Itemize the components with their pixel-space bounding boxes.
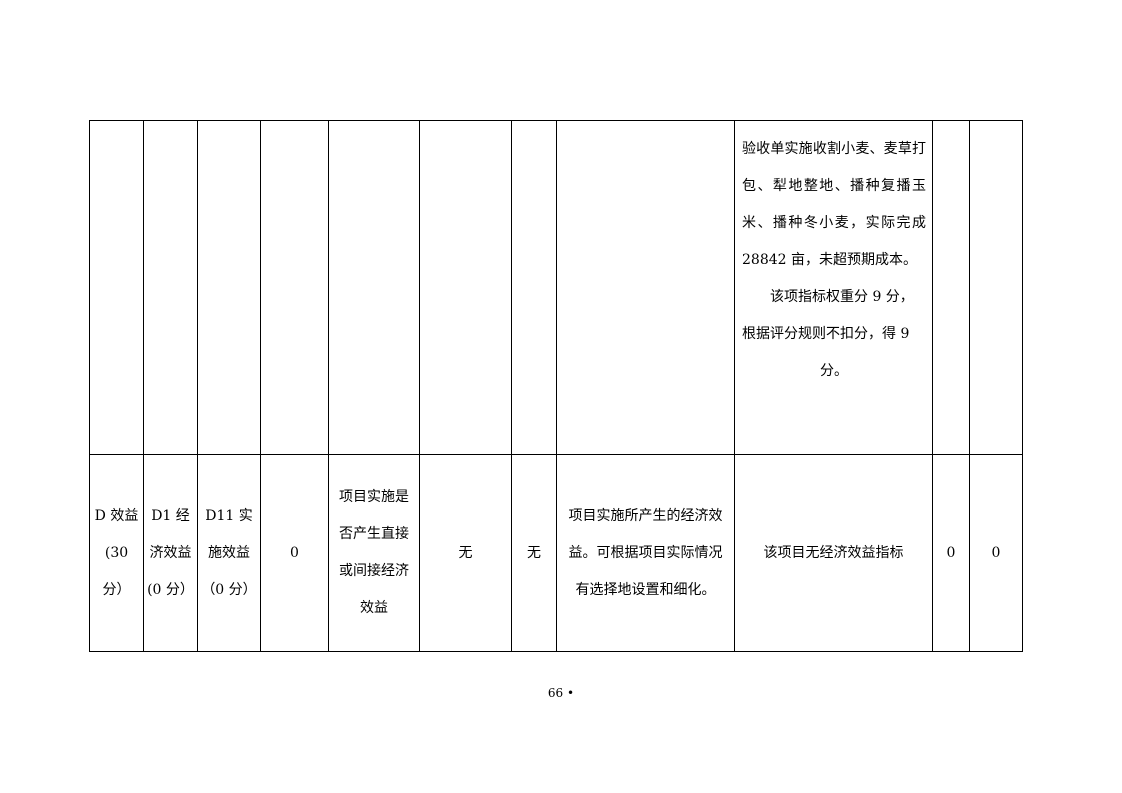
score-b-value: 0 <box>991 544 1001 561</box>
analysis-text-para1: 验收单实施收割小麦、麦草打包、犁地整地、播种复播玉米、播种冬小麦，实际完成 28… <box>742 141 926 268</box>
cell-explanation: 项目实施所产生的经济效益。可根据项目实际情况有选择地设置和细化。 <box>556 454 735 652</box>
cell-score-a <box>932 120 970 455</box>
cell-indicator <box>328 120 420 455</box>
cell-weight: 0 <box>260 454 329 652</box>
page-number: 66 • <box>547 686 575 700</box>
table-row-benefit: D 效益 (30 分） D1 经济效益(0 分） D11 实施效益（0 分） 0… <box>89 454 1023 652</box>
indicator-text: 项目实施是否产生直接或间接经济效益 <box>339 489 409 616</box>
cell-score-b: 0 <box>969 454 1023 652</box>
analysis-text: 该项目无经济效益指标 <box>763 544 904 561</box>
cell-target: 无 <box>419 454 512 652</box>
cell-score-a: 0 <box>932 454 970 652</box>
actual-value: 无 <box>527 544 541 561</box>
analysis-text-score-c: 分。 <box>820 363 848 379</box>
weight-value: 0 <box>290 544 299 561</box>
score-a-value: 0 <box>946 544 956 561</box>
cell-actual: 无 <box>511 454 557 652</box>
explanation-text: 项目实施所产生的经济效益。可根据项目实际情况有选择地设置和细化。 <box>568 507 723 598</box>
cell-target <box>419 120 512 455</box>
cell-level2 <box>143 120 198 455</box>
cell-level3 <box>197 120 261 455</box>
cell-score-b <box>969 120 1023 455</box>
level1-label: D 效益 (30 分） <box>94 507 139 598</box>
level2-label: D1 经济效益(0 分） <box>147 507 194 598</box>
table-row-continuation: 验收单实施收割小麦、麦草打包、犁地整地、播种复播玉米、播种冬小麦，实际完成 28… <box>89 120 1023 455</box>
cell-actual <box>511 120 557 455</box>
analysis-text-score-b: 根据评分规则不扣分，得 9 <box>742 326 910 342</box>
cell-analysis-continued: 验收单实施收割小麦、麦草打包、犁地整地、播种复播玉米、播种冬小麦，实际完成 28… <box>734 120 933 455</box>
cell-level1 <box>89 120 144 455</box>
evaluation-table: 验收单实施收割小麦、麦草打包、犁地整地、播种复播玉米、播种冬小麦，实际完成 28… <box>89 120 1023 652</box>
cell-indicator: 项目实施是否产生直接或间接经济效益 <box>328 454 420 652</box>
level3-label: D11 实施效益（0 分） <box>201 507 257 598</box>
target-value: 无 <box>458 544 473 561</box>
cell-explanation <box>556 120 735 455</box>
analysis-text-score-a: 该项指标权重分 9 分， <box>770 289 914 305</box>
cell-analysis: 该项目无经济效益指标 <box>734 454 933 652</box>
cell-level2: D1 经济效益(0 分） <box>143 454 198 652</box>
cell-weight <box>260 120 329 455</box>
cell-level1: D 效益 (30 分） <box>89 454 144 652</box>
cell-level3: D11 实施效益（0 分） <box>197 454 261 652</box>
